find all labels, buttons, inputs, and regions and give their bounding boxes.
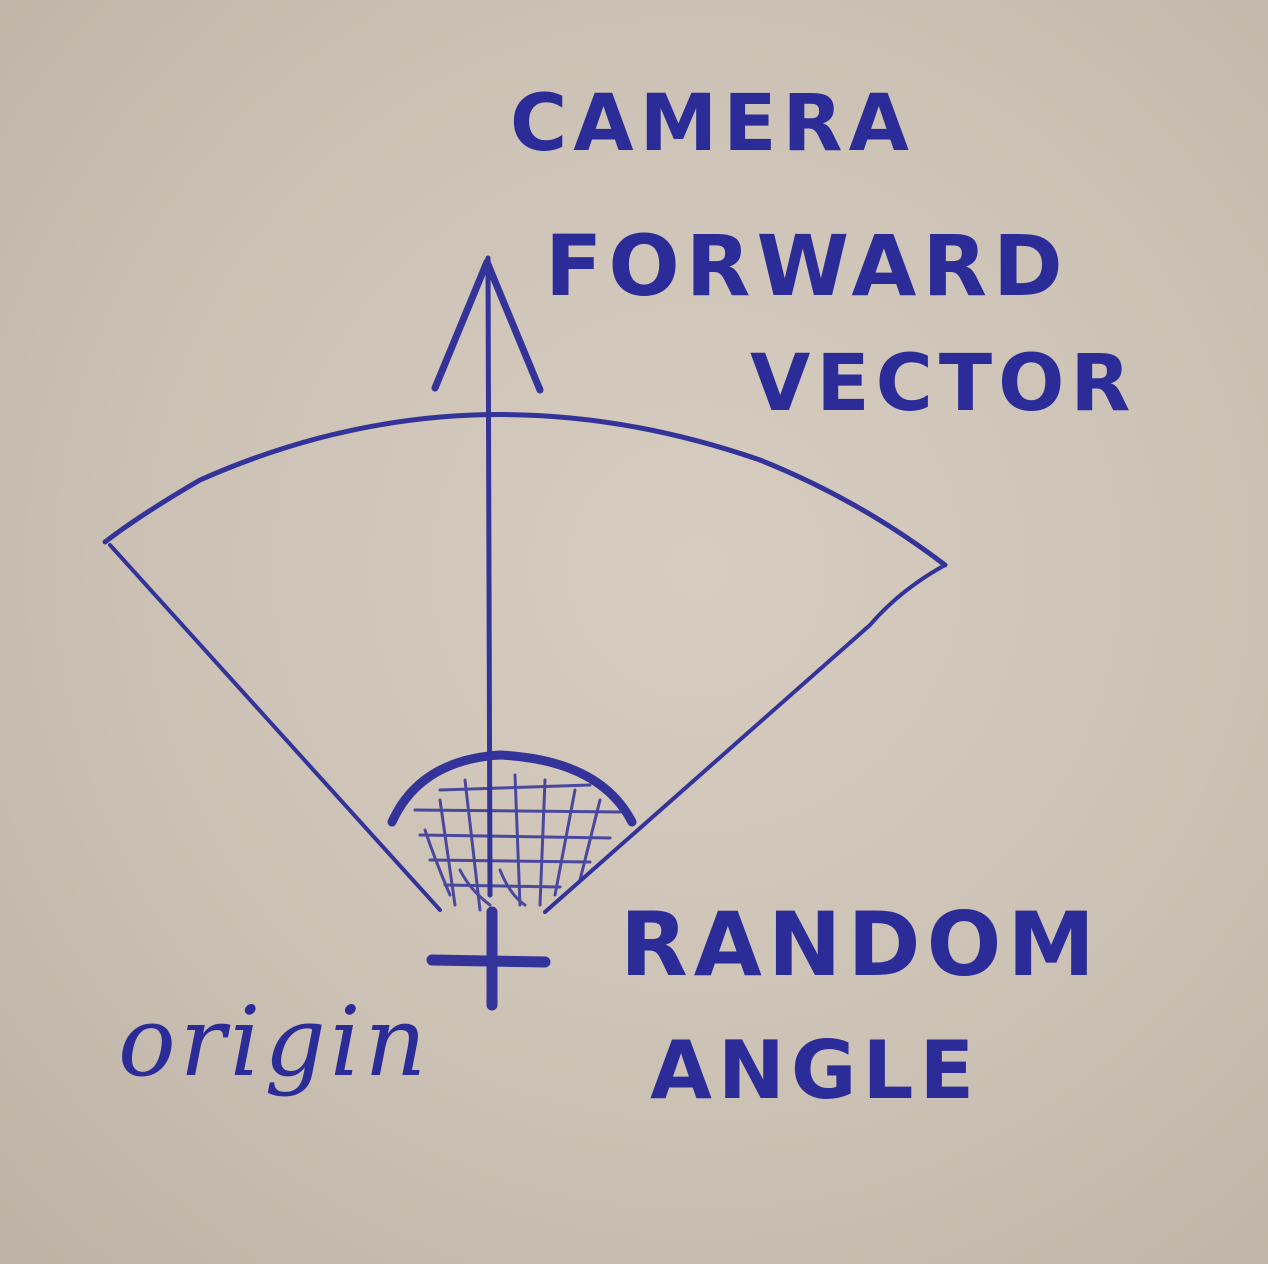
camera-label-line1: CAMERA	[510, 79, 915, 169]
random-angle-arc	[387, 750, 637, 827]
origin-label: origin	[118, 986, 430, 1098]
forward-vector-arrowhead	[431, 258, 544, 394]
fov-left-edge	[108, 543, 442, 912]
camera-label-line3: VECTOR	[750, 339, 1136, 429]
origin-marker	[426, 906, 551, 1011]
random-angle-hatching	[413, 773, 622, 912]
random-angle-label-line2: ANGLE	[650, 1024, 980, 1117]
camera-label-line2: FORWARD	[545, 217, 1069, 315]
fov-outer-arc	[102, 412, 948, 568]
forward-vector-shaft	[485, 255, 493, 898]
fov-right-edge	[543, 563, 947, 914]
random-angle-label-line1: RANDOM	[620, 893, 1101, 996]
